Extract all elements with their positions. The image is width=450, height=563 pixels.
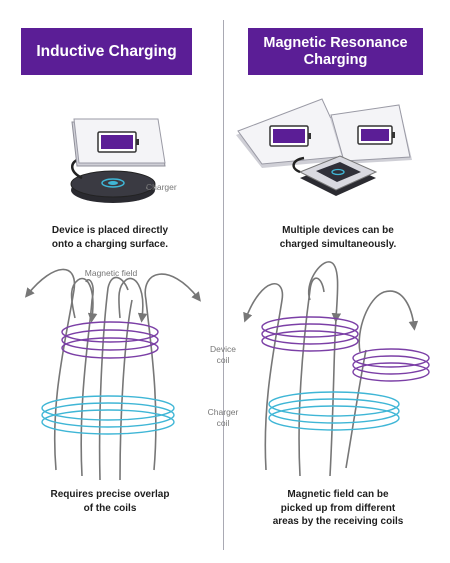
right-device-coil-1 bbox=[261, 316, 359, 352]
right-bottom-caption: Magnetic field can be picked up from dif… bbox=[250, 488, 426, 529]
battery-icon bbox=[269, 125, 311, 147]
inductive-phone bbox=[71, 118, 166, 167]
inductive-charging-title: Inductive Charging bbox=[36, 42, 177, 60]
right-magnetic-field-lines bbox=[243, 261, 419, 477]
battery-icon bbox=[357, 125, 395, 145]
resonance-phone-small bbox=[330, 104, 412, 164]
device-coil-label-line-1: Device bbox=[210, 344, 236, 354]
left-top-caption: Device is placed directly onto a chargin… bbox=[30, 224, 190, 251]
right-bottom-caption-line-2: picked up from different bbox=[280, 502, 396, 514]
right-top-caption: Multiple devices can be charged simultan… bbox=[258, 224, 418, 251]
left-bottom-caption-line-2: of the coils bbox=[83, 502, 137, 514]
center-divider bbox=[223, 20, 224, 550]
charger-coil-label-line-2: coil bbox=[216, 418, 230, 429]
charger-coil-label: Charger coil bbox=[198, 407, 248, 429]
right-bottom-caption-line-3: areas by the receiving coils bbox=[272, 516, 404, 527]
left-bottom-caption: Requires precise overlap of the coils bbox=[30, 488, 190, 515]
right-top-caption-line-1: Multiple devices can be bbox=[282, 225, 394, 236]
magnetic-field-label: Magnetic field bbox=[84, 268, 138, 278]
right-top-caption-line-2: charged simultaneously. bbox=[279, 238, 397, 250]
device-coil-label: Device coil bbox=[198, 344, 248, 366]
left-bottom-caption-line-1: Requires precise overlap bbox=[50, 489, 170, 500]
left-top-caption-line-1: Device is placed directly bbox=[51, 225, 169, 236]
left-top-caption-line-2: onto a charging surface. bbox=[51, 238, 169, 250]
inductive-charging-header: Inductive Charging bbox=[21, 28, 192, 75]
magnetic-resonance-title-line-1: Magnetic Resonance bbox=[263, 34, 408, 51]
left-magnetic-field-lines bbox=[24, 268, 201, 481]
charger-coil-label-line-1: Charger bbox=[207, 407, 239, 417]
right-device-coil-2 bbox=[352, 348, 430, 382]
charger-label: Charger bbox=[146, 182, 177, 192]
magnetic-resonance-title-line-2: Charging bbox=[303, 51, 368, 68]
right-bottom-caption-line-1: Magnetic field can be bbox=[287, 489, 389, 500]
left-charger-coil bbox=[41, 395, 175, 435]
magnetic-resonance-header: Magnetic Resonance Charging bbox=[248, 28, 423, 75]
inductive-charger-pad bbox=[70, 156, 156, 203]
resonance-phone-large bbox=[236, 98, 350, 168]
left-device-coil bbox=[61, 321, 159, 359]
device-coil-label-line-2: coil bbox=[216, 355, 230, 366]
resonance-charger-pad bbox=[292, 155, 378, 196]
right-charger-coil bbox=[268, 391, 400, 431]
battery-icon bbox=[97, 131, 139, 153]
magnetic-resonance-title: Magnetic Resonance Charging bbox=[263, 35, 407, 68]
